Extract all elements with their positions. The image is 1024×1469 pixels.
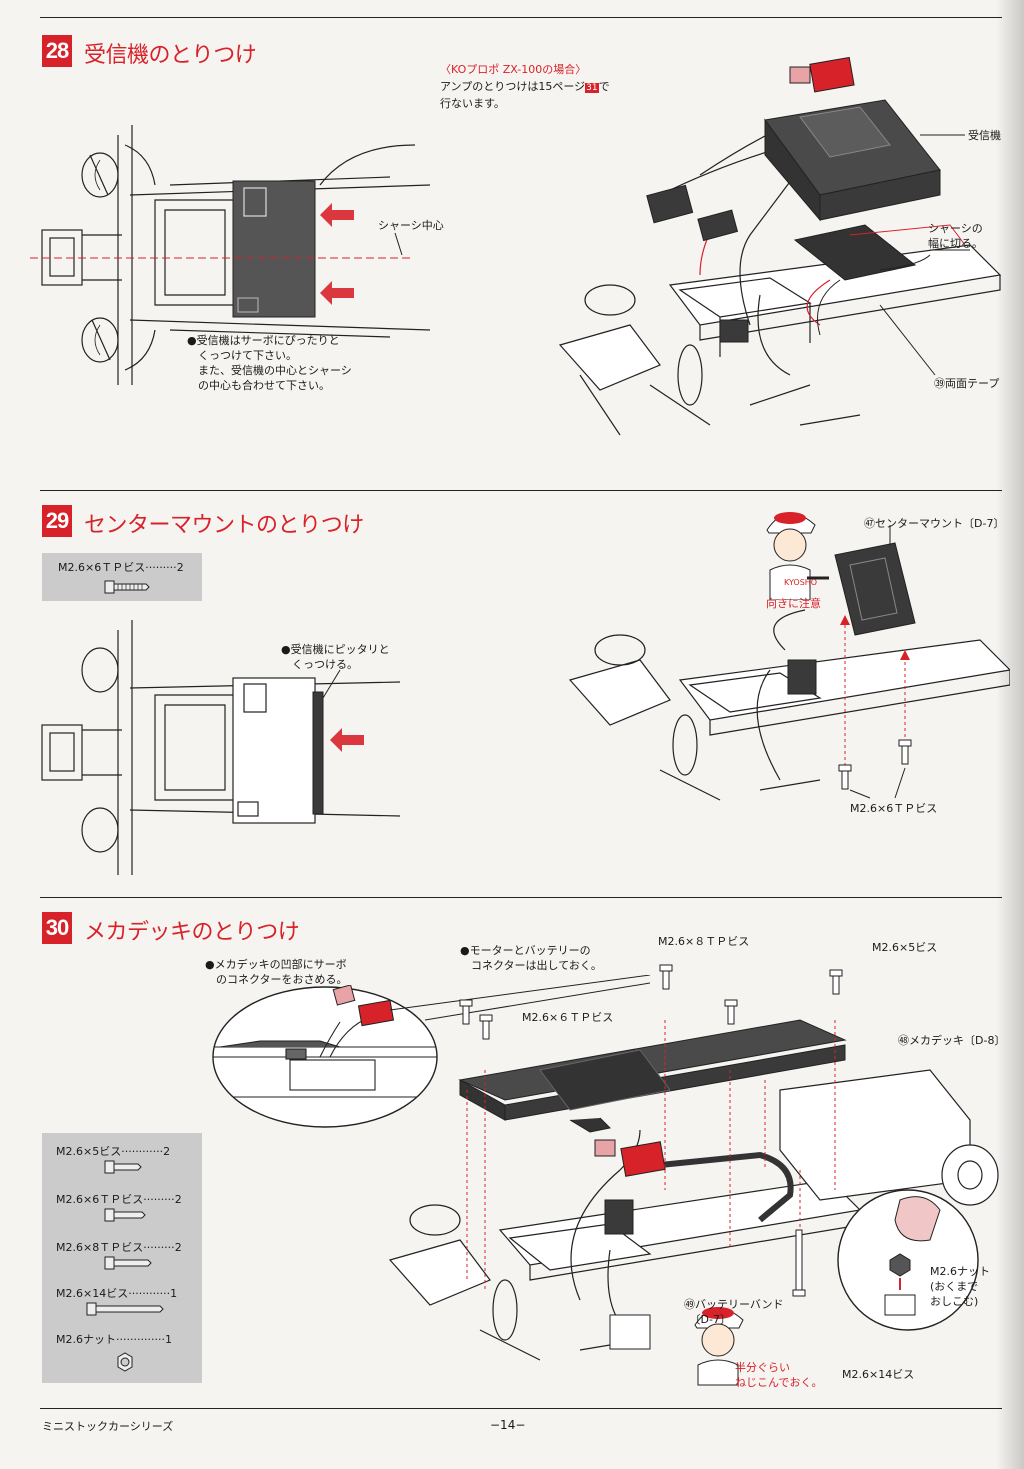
label-battery-band: ㊾バッテリーバンド 〔D-7〕	[684, 1298, 784, 1326]
ref-badge: 31	[585, 83, 599, 93]
section-rule-29	[40, 490, 1002, 491]
label-half-screw: 半分ぐらい ねじこんでおく。	[735, 1361, 823, 1389]
servo-connector-detail-figure	[212, 985, 438, 1128]
screw-icon	[104, 1208, 146, 1222]
label-chassis-center: シャーシ中心	[378, 219, 444, 232]
parts-box-30: M2.6×5ビス············2 M2.6×6ＴＰビス········…	[42, 1133, 202, 1383]
screw-icon	[104, 1160, 142, 1174]
ko-note-heading: 〈KOプロポ ZX-100の場合〉	[440, 63, 587, 76]
receiver-top-view-figure	[30, 125, 430, 385]
instruction-29: ●受信機にピッタリと くっつける。	[281, 643, 390, 671]
label-double-sided-tape: ㊴両面テープ	[934, 377, 1000, 390]
instruction-28: ●受信機はサーボにぴったりと くっつけて下さい。 また、受信機の中心とシャーシ …	[187, 334, 352, 392]
screw-icon	[86, 1302, 164, 1316]
label-screw-29: M2.6×6ＴＰビス	[850, 802, 938, 815]
top-rule	[40, 17, 1002, 18]
label-mecha-deck: ㊽メカデッキ〔D-8〕	[898, 1034, 1006, 1047]
nut-icon	[117, 1352, 133, 1372]
footer-page-number: −14−	[490, 1418, 526, 1432]
page-edge-shadow	[996, 0, 1024, 1469]
instruction-servo-connector: ●メカデッキの凹部にサーボ のコネクターをおさめる。	[205, 958, 348, 986]
label-mind-direction: 向きに注意	[766, 597, 821, 610]
parts-box-29: M2.6×6ＴＰビス·········2	[42, 553, 202, 601]
mascot-boy-figure: KYOSHO	[766, 512, 829, 600]
center-mount-iso-figure	[568, 525, 1010, 801]
center-mount-top-view-figure	[41, 620, 400, 875]
step-number-29: 29	[42, 505, 72, 537]
part-row: M2.6×5ビス············2	[56, 1145, 171, 1158]
screw-icon	[104, 1256, 152, 1270]
label-nut: M2.6ナット (おくまで おしこむ)	[930, 1265, 990, 1308]
step-title-29: センターマウントのとりつけ	[84, 513, 364, 538]
label-cut-to-width: シャーシの 幅に切る。	[928, 222, 983, 250]
ko-note-body: アンプのとりつけは15ページ31で 行ないます。	[440, 80, 610, 110]
step-number-28: 28	[42, 35, 72, 67]
part-row: M2.6×6ＴＰビス·········2	[58, 561, 184, 574]
part-row: M2.6ナット··············1	[56, 1333, 172, 1346]
part-row: M2.6×8ＴＰビス·········2	[56, 1241, 182, 1254]
section-rule-30	[40, 897, 1002, 898]
label-screw-14: M2.6×14ビス	[842, 1368, 915, 1381]
label-screw-8tp: M2.6×８ＴＰビス	[658, 935, 750, 948]
step-number-30: 30	[42, 912, 72, 944]
svg-text:KYOSHO: KYOSHO	[784, 578, 817, 587]
label-screw-5: M2.6×5ビス	[872, 941, 938, 954]
step-title-28: 受信機のとりつけ	[84, 43, 257, 68]
part-row: M2.6×14ビス············1	[56, 1287, 178, 1300]
screw-icon	[104, 580, 150, 594]
part-row: M2.6×6ＴＰビス·········2	[56, 1193, 182, 1206]
footer-series: ミニストックカーシリーズ	[42, 1420, 174, 1433]
bottom-rule	[40, 1408, 1002, 1409]
label-screw-6tp: M2.6×６ＴＰビス	[522, 1011, 614, 1024]
label-receiver: 受信機	[968, 129, 1001, 142]
label-center-mount: ㊼センターマウント〔D-7〕	[864, 517, 1005, 530]
instruction-motor-connector: ●モーターとバッテリーの コネクターは出しておく。	[460, 944, 602, 972]
mecha-deck-iso-figure	[388, 964, 999, 1386]
step-title-30: メカデッキのとりつけ	[84, 920, 300, 945]
receiver-iso-figure	[558, 56, 1002, 436]
